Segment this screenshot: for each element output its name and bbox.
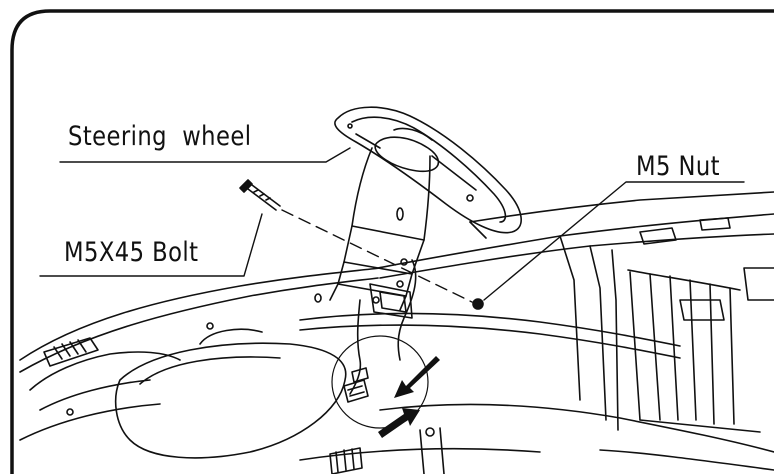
label-steering-wheel: Steering wheel [68,121,252,152]
label-m5x45-bolt: M5X45 Bolt [64,237,199,268]
leader-lines [39,147,745,301]
car-body [19,191,774,474]
alignment-line [281,209,473,303]
leader-nut [483,181,745,301]
nut-part [472,298,484,310]
steering-wheel [334,106,522,234]
direction-arrows [378,356,440,438]
frame-border [10,9,774,474]
leader-steering-wheel [59,147,351,163]
steering-column [329,147,431,319]
label-m5-nut: M5 Nut [636,151,720,182]
bolt-part [239,179,281,211]
wiring-cable [331,259,429,429]
leader-bolt [39,213,263,277]
